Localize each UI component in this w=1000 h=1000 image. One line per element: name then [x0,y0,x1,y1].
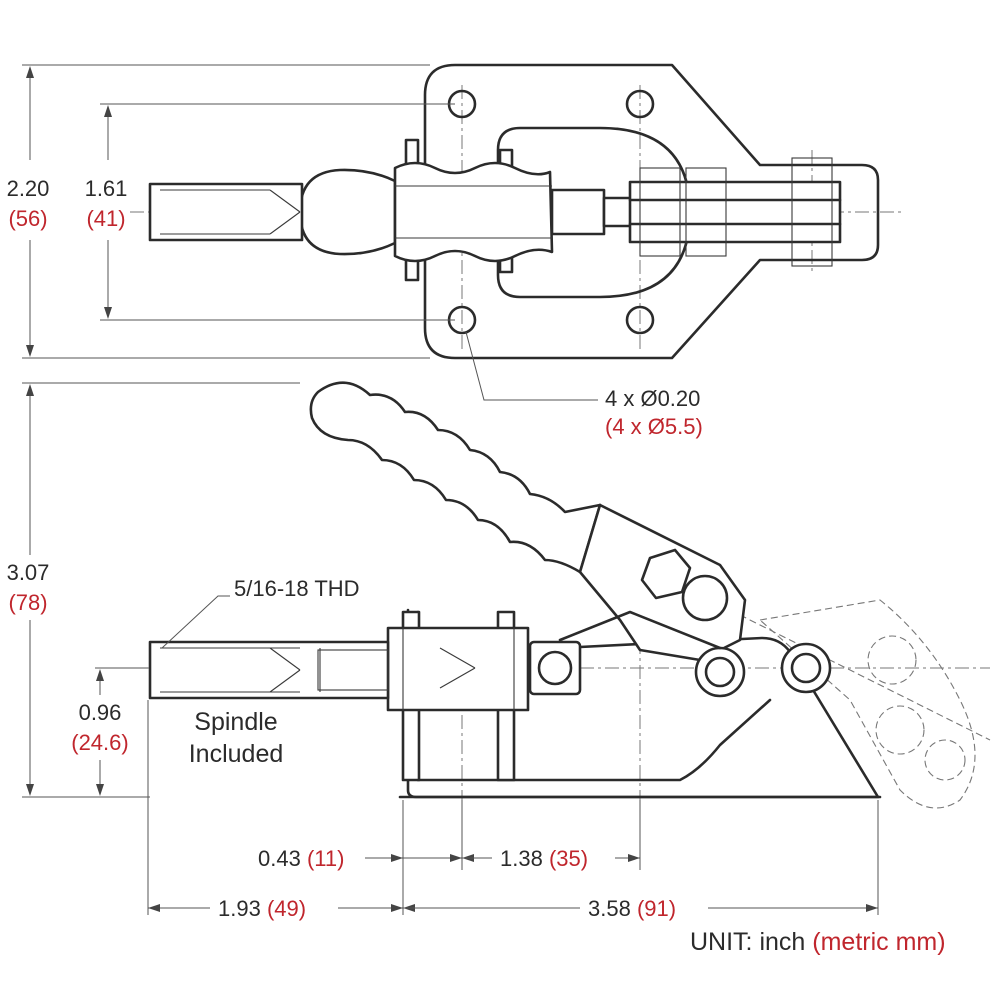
spindle-note-line1: Spindle [194,708,277,736]
spindle-knob-top [298,168,397,256]
pivot-pin-1 [694,646,746,698]
dim-side-height-inch: 3.07 [7,560,50,585]
threaded-spindle-top [148,182,304,242]
base-plate-top [423,63,880,360]
dim-holes-inch: 4 x Ø0.20 [605,386,700,411]
dim-overall-height-metric: (56) [8,206,47,231]
spindle-side [148,640,390,700]
labels: 2.20 (56) 1.61 (41) 4 x Ø0.20 (4 x Ø5.5)… [7,176,946,956]
dim-spindle-length: 1.93 (49) [218,896,306,921]
side-view [22,381,991,915]
unit-note: UNIT: inch (metric mm) [690,928,946,956]
thread-callout: 5/16-18 THD [234,576,360,601]
handle-grip [309,381,602,574]
dim-overall-height-inch: 2.20 [7,176,50,201]
top-view [22,63,905,401]
linkage-top [628,180,842,244]
slot-top [496,126,692,299]
dim-hole-pitch: 1.38 (35) [500,846,588,871]
spindle-note-line2: Included [189,740,284,768]
mount-hole-4 [625,305,655,335]
dim-hole-spacing-inch: 1.61 [85,176,128,201]
dim-spindle-height-metric: (24.6) [71,730,128,755]
handle-ghost [758,599,976,809]
dim-hole-spacing-metric: (41) [86,206,125,231]
dim-holes-metric: (4 x Ø5.5) [605,414,703,439]
mount-hole-2 [625,89,655,119]
dim-spindle-height-inch: 0.96 [79,700,122,725]
pivot-pin-2 [780,642,832,694]
grip-sleeve-top [393,161,554,263]
dim-guide-width: 0.43 (11) [258,846,344,871]
dim-base-length: 3.58 (91) [588,896,676,921]
dim-side-height-metric: (78) [8,590,47,615]
